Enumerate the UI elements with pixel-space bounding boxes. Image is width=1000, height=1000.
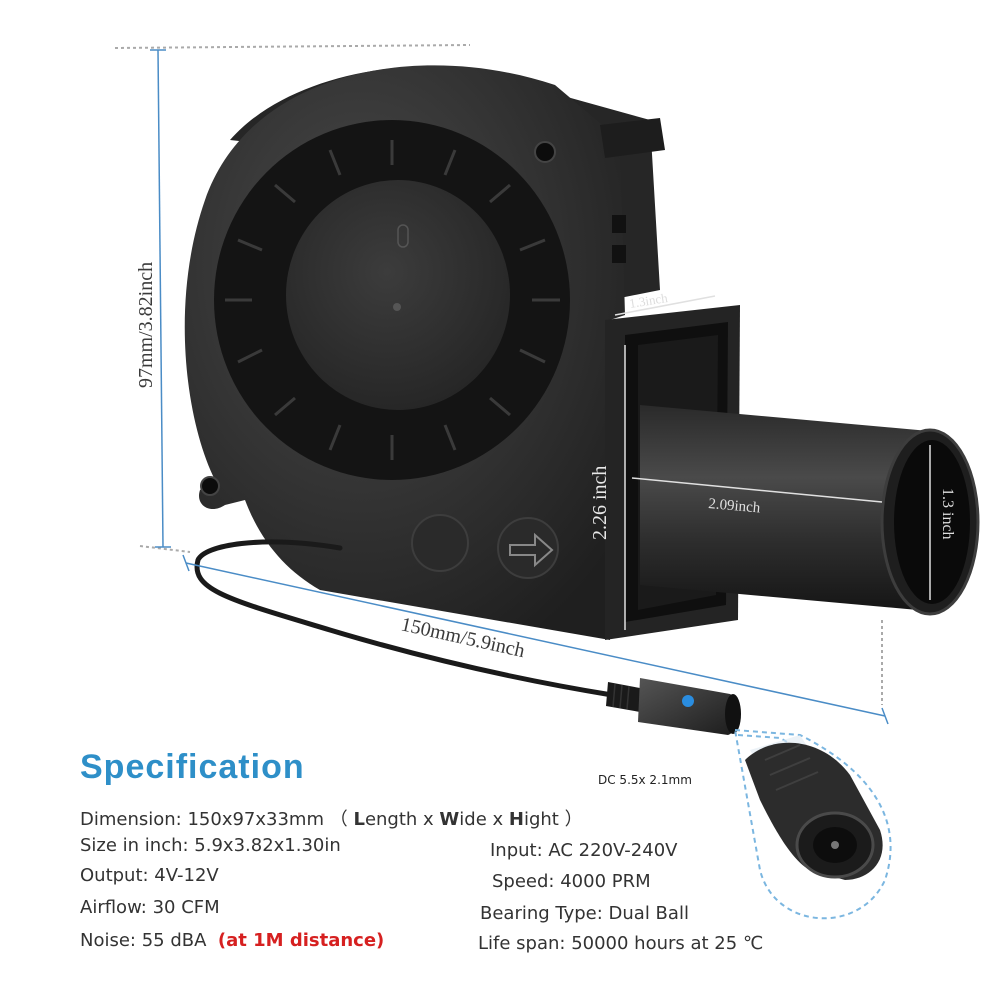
outlet-height-label: 2.26 inch [589,466,611,540]
airflow-arrow-icon [497,517,559,579]
height-dimension-label: 97mm/3.82inch [135,262,157,388]
fan-hub [286,180,510,410]
spec-airflow: Airflow: 30 CFM [80,897,220,918]
connector-callout [733,728,892,920]
dc-plug [606,678,741,735]
spec-bearing: Bearing Type: Dual Ball [480,903,689,924]
noise-note: (at 1M distance) [217,930,385,951]
connector-label: DC 5.5x 2.1mm [598,773,692,787]
power-cable [194,539,615,698]
spec-title: Specification [80,748,305,786]
inner-dimension-lines [614,295,931,630]
label-circle [411,514,469,572]
tube-diameter-label: 1.3 inch [939,488,956,540]
outlet-width-label: 1.3inch [628,290,669,311]
dimension-lines [150,49,889,725]
spec-life-span: Life span: 50000 hours at 25 ℃ [478,933,764,954]
spec-size-in-inch: Size in inch: 5.9x3.82x1.30in [80,835,341,856]
spec-speed: Speed: 4000 PRM [492,871,651,892]
outlet-tube [640,405,940,612]
connector-pointer-icon [682,695,694,707]
spec-output: Output: 4V-12V [80,865,219,886]
mount-hole-icon [534,141,556,163]
spec-noise: Noise: 55 dBA (at 1M distance) [80,930,385,951]
spec-input: Input: AC 220V-240V [490,840,678,861]
blower-fan [184,65,980,641]
spec-dimension: Dimension: 150x97x33mm （ Length x Wide x… [80,809,583,830]
tube-length-label: 2.09inch [708,496,762,517]
reference-lines [114,44,883,705]
mount-hole-icon [200,476,220,496]
impeller-blades [225,140,560,460]
